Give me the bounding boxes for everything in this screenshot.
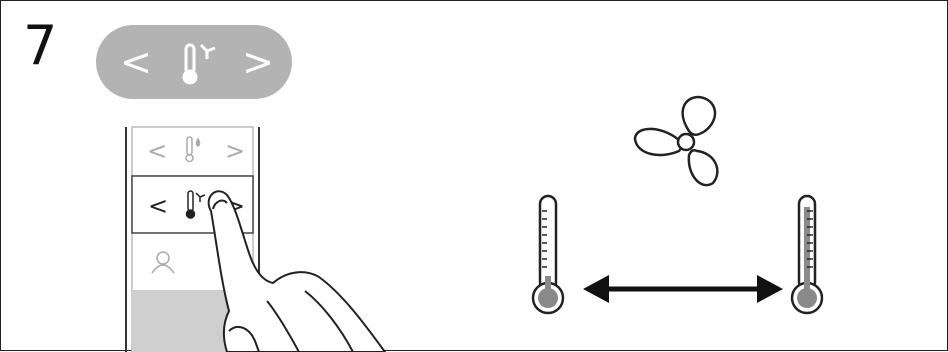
thermometer-low-icon — [533, 196, 563, 313]
row1-left-arrow[interactable]: < — [147, 137, 167, 165]
fan-icon — [635, 97, 717, 185]
mode-selector-pill[interactable]: < > — [96, 25, 292, 99]
thermometer-high-icon — [792, 196, 822, 313]
double-arrow — [583, 275, 783, 303]
pointing-hand — [209, 191, 385, 352]
selector-right-arrow[interactable]: > — [242, 40, 274, 84]
row2-left-arrow[interactable]: < — [148, 192, 168, 220]
row1-right-arrow[interactable]: > — [225, 137, 245, 165]
selector-left-arrow[interactable]: < — [120, 40, 152, 84]
